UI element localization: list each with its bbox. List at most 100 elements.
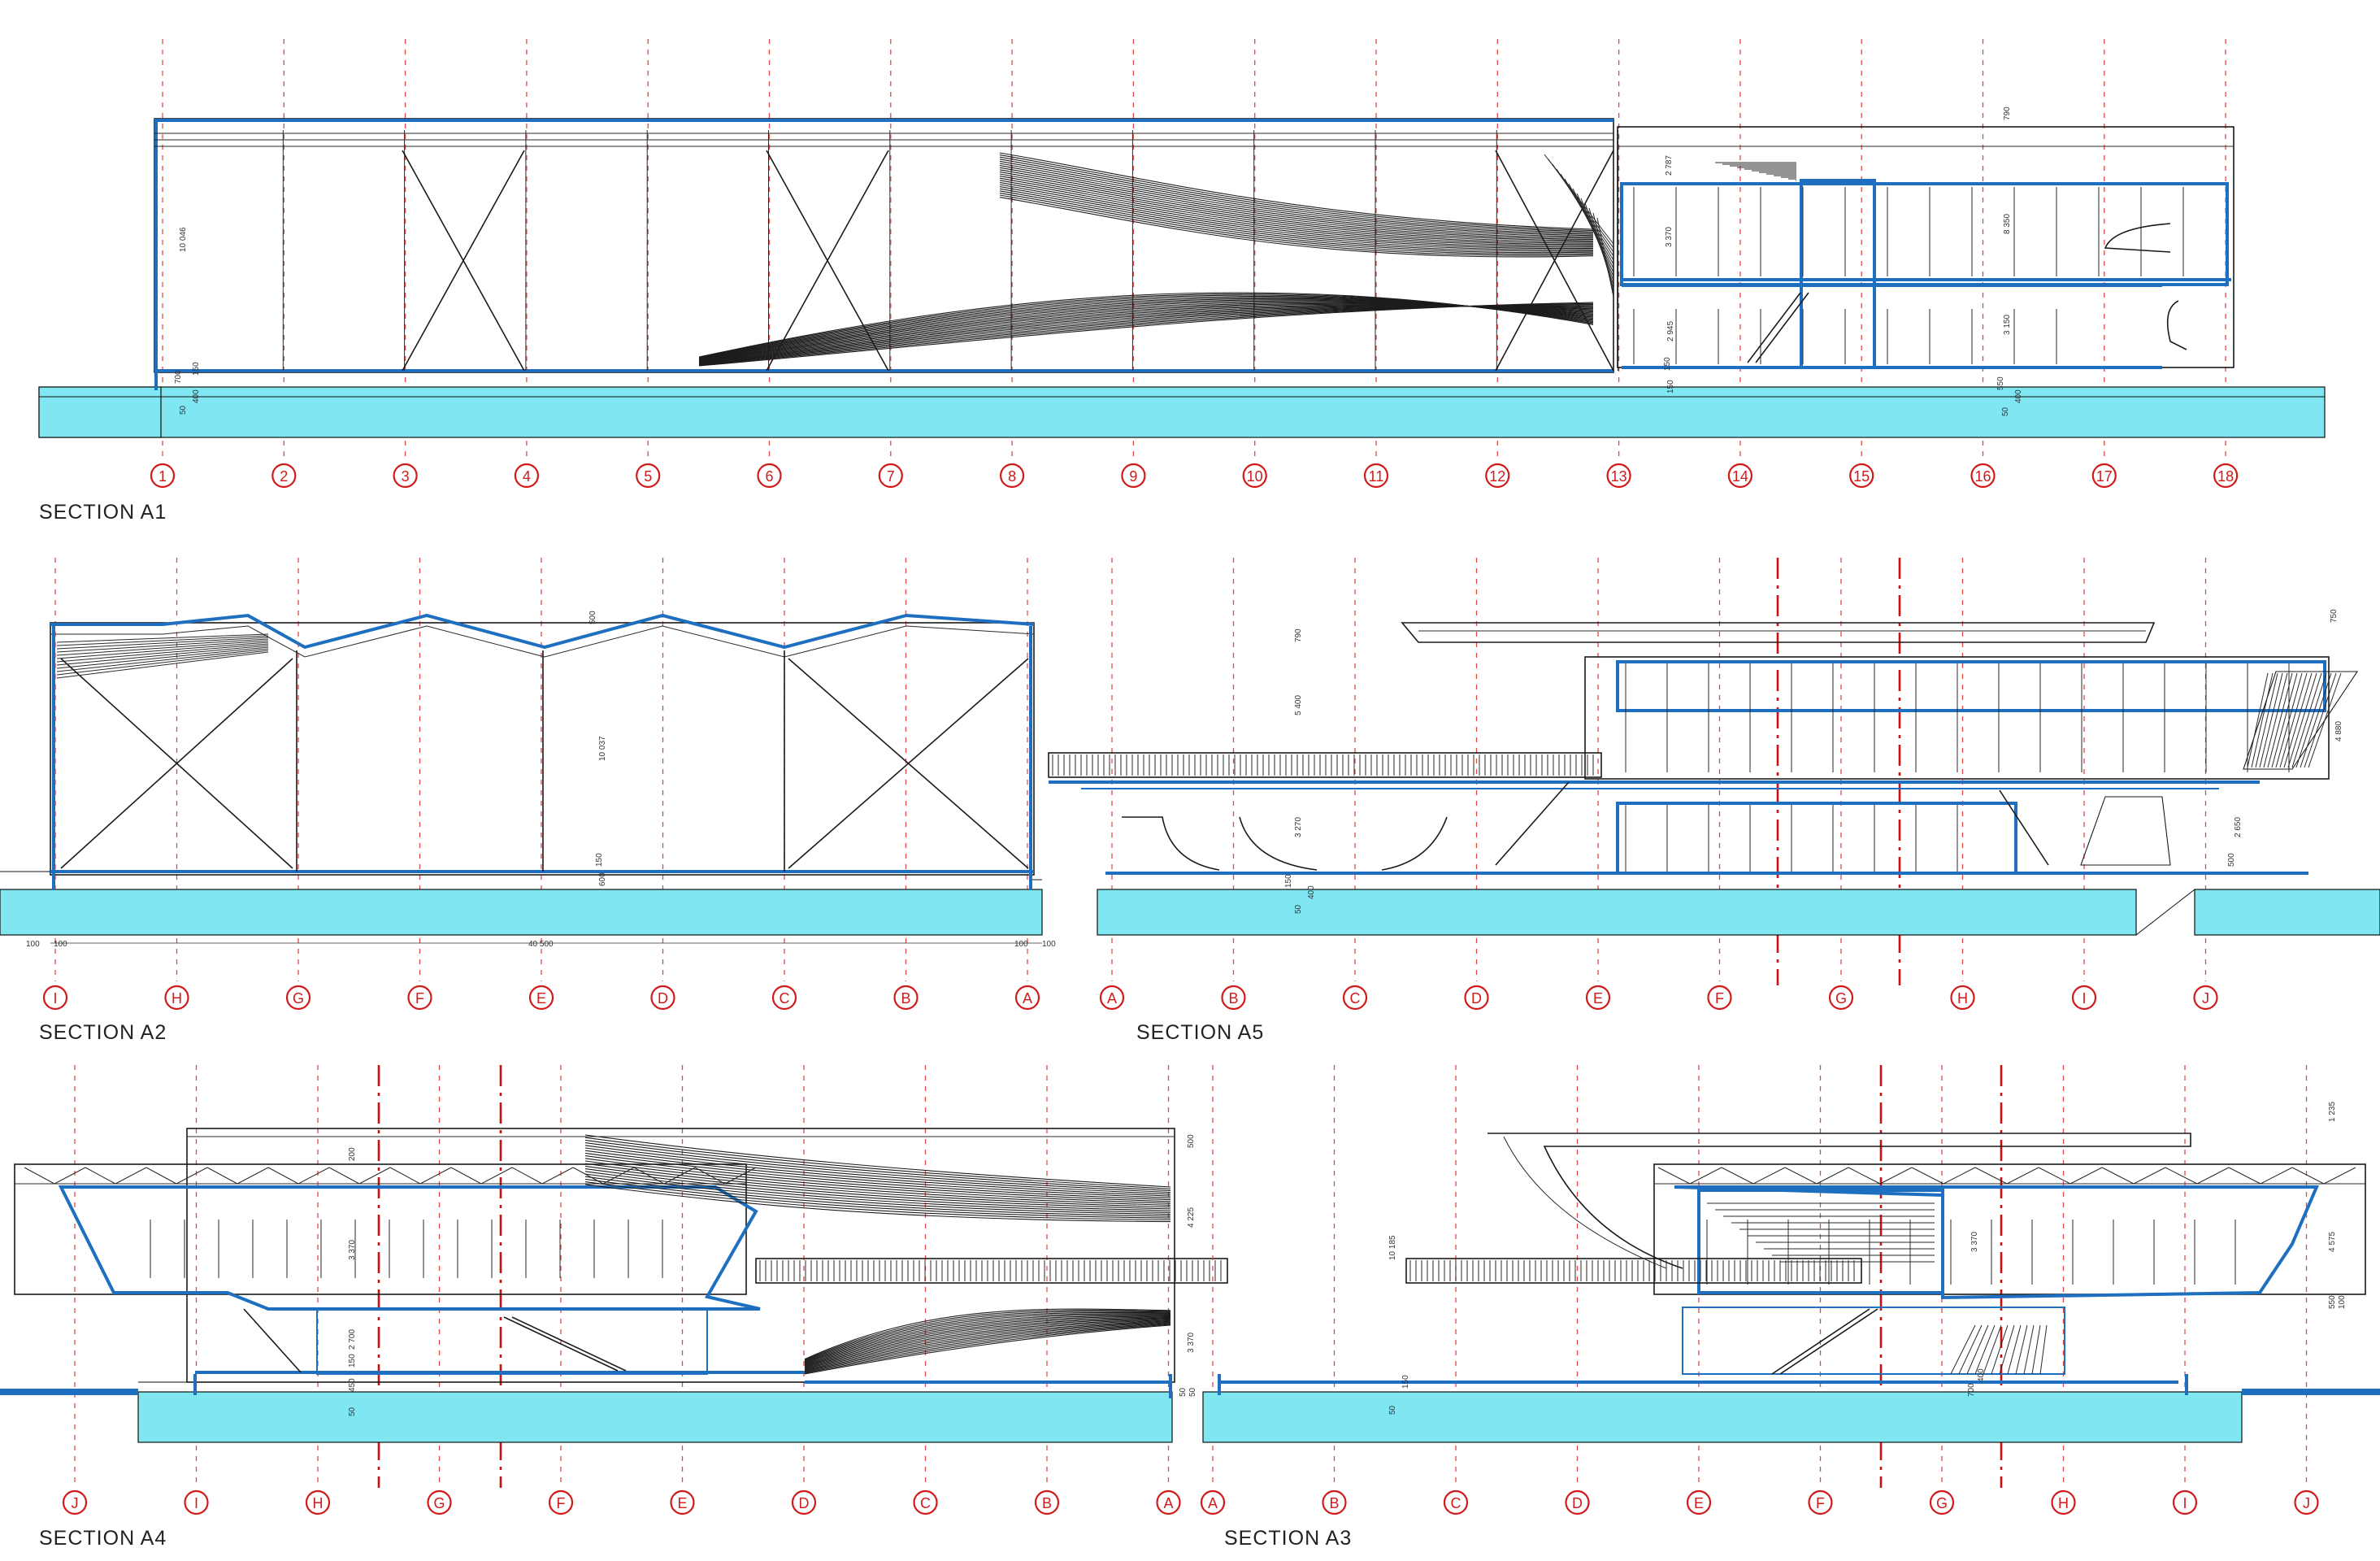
a2-ground-slab	[0, 889, 1043, 936]
a1-grid-bubble	[1121, 463, 1146, 489]
section-a2: 100 100 40 500 100 100 10 037 150 600 50…	[0, 558, 1056, 1044]
a5-roof-canopy	[1401, 622, 2156, 643]
a1-grid-bubble	[1727, 463, 1752, 489]
a4-grid-label: B	[1042, 1495, 1052, 1511]
a1-dim: 3 370	[1665, 227, 1674, 247]
a1-pavilion-frame	[154, 118, 1614, 373]
a5-upper-volume	[1584, 656, 2330, 780]
a5-upper-frame	[1616, 660, 2326, 712]
a1-grid-label: 2	[280, 468, 288, 485]
section-a4-title: SECTION A4	[39, 1527, 167, 1550]
a2-dim: 600	[598, 872, 607, 886]
a3-grid-bubble	[1686, 1489, 1712, 1515]
section-a4: 3 370 2 700 150 450 50 500 4 225 3 370 2…	[0, 1065, 1228, 1550]
a3-deck	[1405, 1258, 1862, 1284]
a3-dim: 50	[1388, 1405, 1397, 1415]
a1-dim: 150	[1663, 357, 1672, 371]
a1-grid-label: 10	[1247, 468, 1263, 485]
a4-grid-bubble	[184, 1489, 209, 1515]
a1-grid-bubble	[1606, 463, 1631, 489]
section-a3-title: SECTION A3	[1224, 1527, 1352, 1550]
a5-grid-bubble	[1585, 985, 1611, 1011]
a3-grid-bubble	[1322, 1489, 1347, 1515]
a2-grid-bubble	[42, 985, 68, 1011]
a1-stair-core	[1800, 179, 1876, 369]
a3-grid-bubble	[1929, 1489, 1955, 1515]
a1-stair	[1747, 292, 1801, 363]
a5-dim: 50	[1294, 904, 1303, 914]
a4-curved-ramp-hatching	[584, 1134, 1171, 1375]
a4-stair	[503, 1316, 619, 1372]
a4-grid-label: E	[677, 1495, 687, 1511]
a3-dim: 400	[1977, 1368, 1986, 1382]
a3-grid-label: I	[2182, 1495, 2187, 1511]
a5-grid-label: B	[1228, 990, 1238, 1007]
a4-grid-bubble	[913, 1489, 938, 1515]
section-a5-title: SECTION A5	[1136, 1021, 1264, 1044]
a1-brace	[766, 150, 889, 372]
a5-grid-label: J	[2202, 990, 2209, 1007]
a3-roof-frame	[1653, 1163, 2366, 1295]
a5-dim: 790	[1294, 628, 1303, 642]
a5-grid-label: G	[1835, 990, 1847, 1007]
a4-dim: 450	[348, 1378, 357, 1392]
a1-dim: 790	[2003, 107, 2012, 120]
a5-grid-label: D	[1471, 990, 1482, 1007]
a5-pool-curve	[1381, 816, 1448, 871]
a1-grid-label: 14	[1732, 468, 1748, 485]
a2-grid-label: B	[901, 990, 910, 1007]
a1-grid-label: 17	[2096, 468, 2113, 485]
a5-grid-bubble	[2193, 985, 2218, 1011]
a1-dim: 150	[192, 362, 201, 376]
a1-dim: 2 787	[1665, 155, 1674, 176]
a1-columns	[282, 130, 1619, 371]
a2-grid-bubble	[771, 985, 797, 1011]
a4-dim: 2 700	[348, 1329, 357, 1350]
a3-grid-bubble	[1565, 1489, 1590, 1515]
a2-frame	[50, 622, 1035, 876]
a3-grid-bubble	[1443, 1489, 1469, 1515]
a5-grid-bubble	[1464, 985, 1489, 1011]
a1-dim-height: 10 046	[179, 227, 188, 252]
a5-stair	[2080, 796, 2171, 866]
a4-grid-label: G	[433, 1495, 445, 1511]
a2-dim: 150	[595, 853, 604, 867]
a5-dim: 400	[1307, 885, 1316, 899]
a5-grid-label: A	[1107, 990, 1117, 1007]
a1-dim: 3 150	[2003, 315, 2012, 335]
a3-dim: 1 235	[2328, 1102, 2337, 1122]
a4-grid-label: A	[1163, 1495, 1173, 1511]
a1-grid-label: 11	[1369, 468, 1384, 485]
a1-grid-bubble	[1849, 463, 1874, 489]
a1-grid-label: 1	[159, 468, 167, 485]
a5-dim: 3 270	[1294, 817, 1303, 837]
a4-grid-bubble	[62, 1489, 88, 1515]
a4-dim: 50	[1188, 1387, 1197, 1397]
a4-grid-bubble	[791, 1489, 817, 1515]
a1-grid-label: 16	[1974, 468, 1991, 485]
a1-stair	[1755, 292, 1809, 363]
a2-grid-label: G	[293, 990, 304, 1007]
a4-grid-bubble	[427, 1489, 452, 1515]
section-a3: 10 185 1 235 4 575 3 370 550 100 700 400…	[1200, 1065, 2380, 1550]
a1-grid-label: 15	[1853, 468, 1870, 485]
a2-dim: 100	[1042, 940, 1056, 949]
a1-grid-bubble	[271, 463, 297, 489]
a1-dim: 400	[2014, 389, 2023, 403]
a2-grid-label: D	[658, 990, 668, 1007]
a5-grid-label: I	[2082, 990, 2086, 1007]
a4-grid-bubble	[670, 1489, 695, 1515]
a1-grid-bubble	[1485, 463, 1510, 489]
a4-dim: 50	[1179, 1387, 1188, 1397]
a3-grid-label: J	[2303, 1495, 2310, 1511]
a2-dim: 100	[1014, 940, 1028, 949]
a5-mullions	[1625, 663, 2290, 872]
a5-dim: 5 400	[1294, 695, 1303, 715]
a2-grid-label: E	[536, 990, 546, 1007]
a3-grid-label: B	[1329, 1495, 1339, 1511]
a1-grid-bubble	[878, 463, 903, 489]
a1-grid-label: 5	[644, 468, 652, 485]
